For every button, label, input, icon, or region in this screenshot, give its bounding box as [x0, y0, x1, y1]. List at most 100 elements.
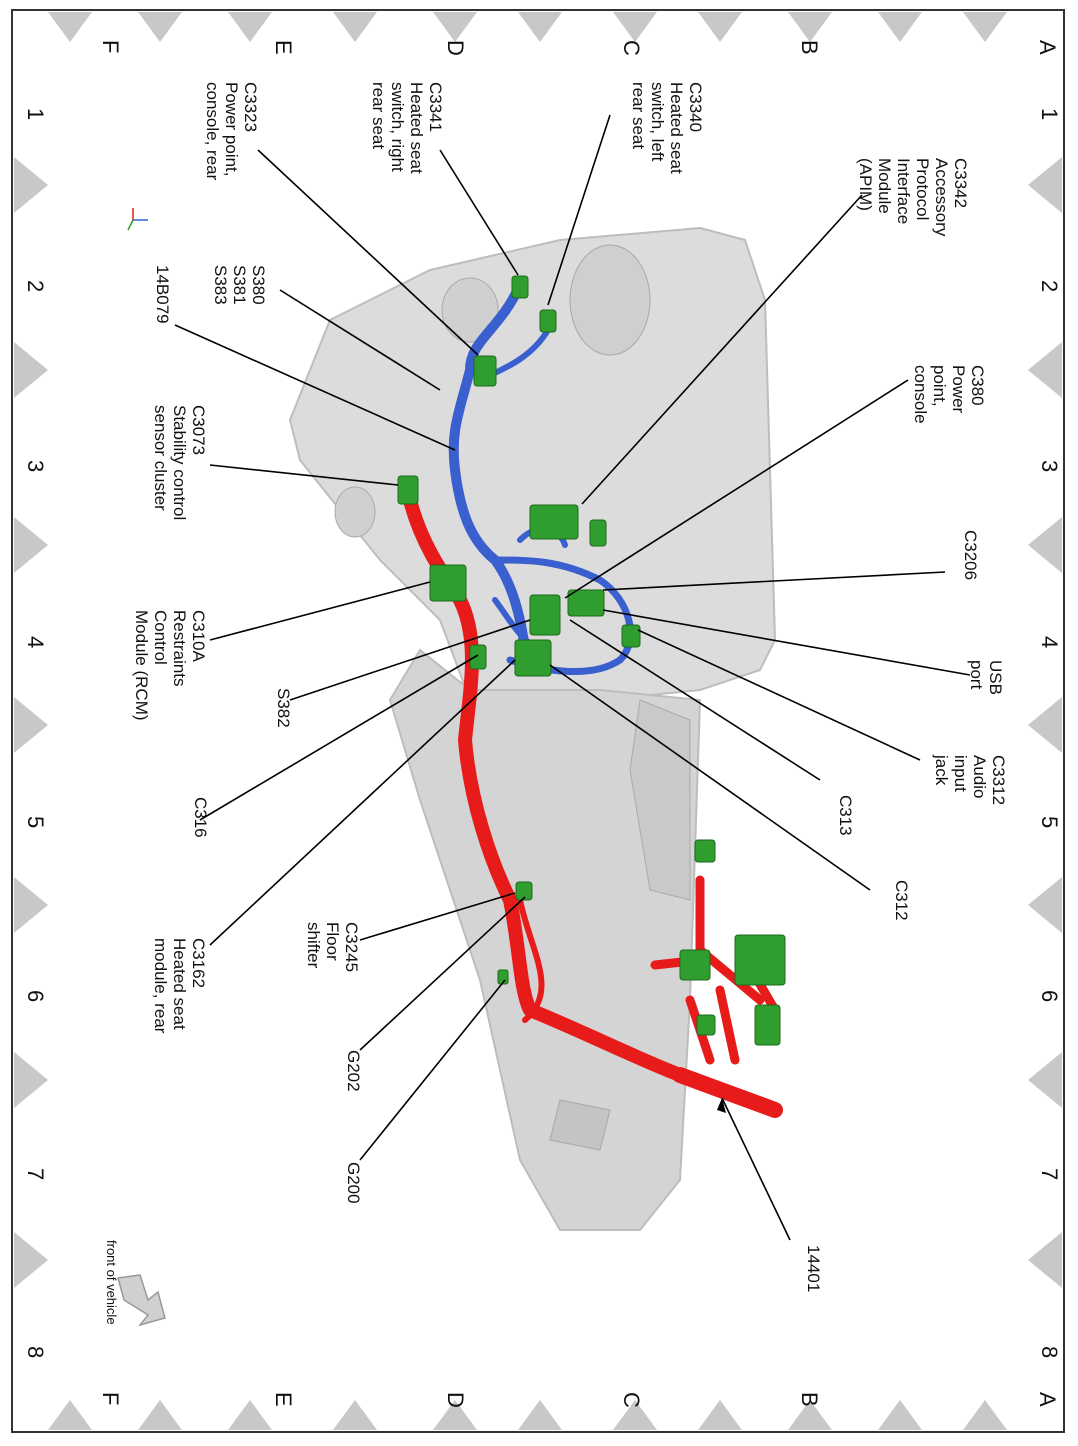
border-triangle-right-5	[1028, 1052, 1062, 1108]
border-triangles	[14, 12, 1062, 1430]
label-c313: C313	[836, 795, 855, 836]
label-g200: G200	[344, 1162, 363, 1204]
border-triangle-right-2	[1028, 517, 1062, 573]
front-arrow-icon	[117, 1274, 166, 1327]
border-triangle-left-6	[14, 1232, 48, 1288]
grid-col-7-right: 7	[1037, 1168, 1062, 1180]
border-triangle-right-6	[1028, 1232, 1062, 1288]
border-triangle-bottom-9	[878, 1400, 922, 1430]
labels: C3342 Accessory Protocol Interface Modul…	[104, 82, 1008, 1325]
border-triangle-bottom-4	[433, 1400, 477, 1430]
connector-c3341	[539, 309, 557, 333]
label-s382: S382	[274, 688, 293, 728]
svg-text:Heated seat: Heated seat	[667, 82, 686, 174]
grid-row-a-bottom: A	[1035, 1392, 1060, 1407]
connector-group-14401-b	[679, 949, 711, 981]
border-triangle-bottom-8	[788, 1400, 832, 1430]
connector-c3312	[621, 624, 641, 648]
grid-row-a-top: A	[1035, 40, 1060, 55]
connector-group-14401-e	[696, 1014, 716, 1036]
grid-col-3-left: 3	[23, 460, 48, 472]
border-triangle-bottom-5	[518, 1400, 562, 1430]
svg-text:14B079: 14B079	[153, 265, 172, 324]
label-c3162: C3162 Heated seat module, rear	[151, 938, 208, 1034]
grid-row-e-top: E	[271, 40, 296, 55]
svg-text:Stability control: Stability control	[170, 405, 189, 520]
svg-text:S381: S381	[230, 265, 249, 305]
label-c3323: C3323 Power point, console, rear	[203, 82, 260, 181]
border-triangle-left-0	[14, 157, 48, 213]
grid-col-6-right: 6	[1037, 990, 1062, 1002]
label-c310a: C310A Restraints Control Module (RCM)	[132, 610, 208, 721]
svg-text:switch, right: switch, right	[388, 82, 407, 172]
border-triangle-left-2	[14, 517, 48, 573]
svg-text:14401: 14401	[804, 1245, 823, 1292]
svg-text:module, rear: module, rear	[151, 938, 170, 1034]
label-c3342: C3342 Accessory Protocol Interface Modul…	[856, 158, 970, 237]
border-triangle-top-0	[48, 12, 92, 42]
svg-text:C3323: C3323	[241, 82, 260, 132]
svg-text:jack: jack	[932, 754, 951, 786]
connector-c3342	[529, 504, 579, 540]
grid-labels: A B C D E F A B C D E F 1 2 3 4 5 6 7 8 …	[23, 40, 1062, 1408]
grid-col-7-left: 7	[23, 1168, 48, 1180]
grid-col-3-right: 3	[1037, 460, 1062, 472]
svg-text:rear seat: rear seat	[369, 82, 388, 149]
svg-text:point,: point,	[930, 365, 949, 407]
svg-text:Heated seat: Heated seat	[407, 82, 426, 174]
border-triangle-bottom-3	[333, 1400, 377, 1430]
border-triangle-bottom-10	[963, 1400, 1007, 1430]
border-triangle-top-3	[333, 12, 377, 42]
svg-text:C3073: C3073	[189, 405, 208, 455]
connector-group-14401-c	[754, 1004, 781, 1046]
svg-text:S383: S383	[211, 265, 230, 305]
border-triangle-bottom-7	[698, 1400, 742, 1430]
grid-col-4-right: 4	[1037, 636, 1062, 648]
border-triangle-bottom-1	[138, 1400, 182, 1430]
label-c3073: C3073 Stability control sensor cluster	[151, 405, 208, 520]
border-triangle-top-10	[963, 12, 1007, 42]
border-triangle-top-7	[698, 12, 742, 42]
border-triangle-right-0	[1028, 157, 1062, 213]
svg-text:Module: Module	[875, 158, 894, 214]
svg-text:C3245: C3245	[342, 922, 361, 972]
border-triangle-right-4	[1028, 877, 1062, 933]
connector-group-14401-a	[734, 934, 786, 986]
svg-text:C3341: C3341	[426, 82, 445, 132]
grid-col-1-right: 1	[1037, 108, 1062, 120]
grid-col-5-left: 5	[23, 816, 48, 828]
svg-text:C3162: C3162	[189, 938, 208, 988]
grid-row-f-bottom: F	[98, 1392, 123, 1405]
border-triangle-top-8	[788, 12, 832, 42]
svg-text:C312: C312	[892, 880, 911, 921]
label-c3340: C3340 Heated seat switch, left rear seat	[629, 82, 705, 174]
grid-row-b-top: B	[797, 40, 822, 55]
svg-text:C310A: C310A	[189, 610, 208, 663]
svg-text:input: input	[951, 755, 970, 792]
svg-text:console, rear: console, rear	[203, 82, 222, 181]
grid-col-5-right: 5	[1037, 816, 1062, 828]
border-triangle-top-1	[138, 12, 182, 42]
border-triangle-bottom-0	[48, 1400, 92, 1430]
svg-text:shifter: shifter	[304, 922, 323, 969]
border-triangle-top-6	[613, 12, 657, 42]
connector-c312	[514, 639, 552, 677]
border-triangle-top-9	[878, 12, 922, 42]
border-triangle-right-1	[1028, 342, 1062, 398]
grid-col-2-left: 2	[23, 280, 48, 292]
connector-usb	[589, 519, 607, 547]
connector-c3073	[397, 475, 419, 505]
grid-row-c-bottom: C	[619, 1392, 644, 1408]
grid-row-d-bottom: D	[443, 1392, 468, 1408]
grid-row-e-bottom: E	[271, 1392, 296, 1407]
grid-col-1-left: 1	[23, 108, 48, 120]
border-triangle-left-5	[14, 1052, 48, 1108]
border-triangle-left-3	[14, 697, 48, 753]
grid-col-8-left: 8	[23, 1346, 48, 1358]
grid-row-b-bottom: B	[797, 1392, 822, 1407]
svg-text:Accessory: Accessory	[932, 158, 951, 237]
svg-text:C3340: C3340	[686, 82, 705, 132]
label-g202: G202	[344, 1050, 363, 1092]
svg-text:C3206: C3206	[961, 530, 980, 580]
svg-text:front of vehicle: front of vehicle	[104, 1240, 119, 1325]
